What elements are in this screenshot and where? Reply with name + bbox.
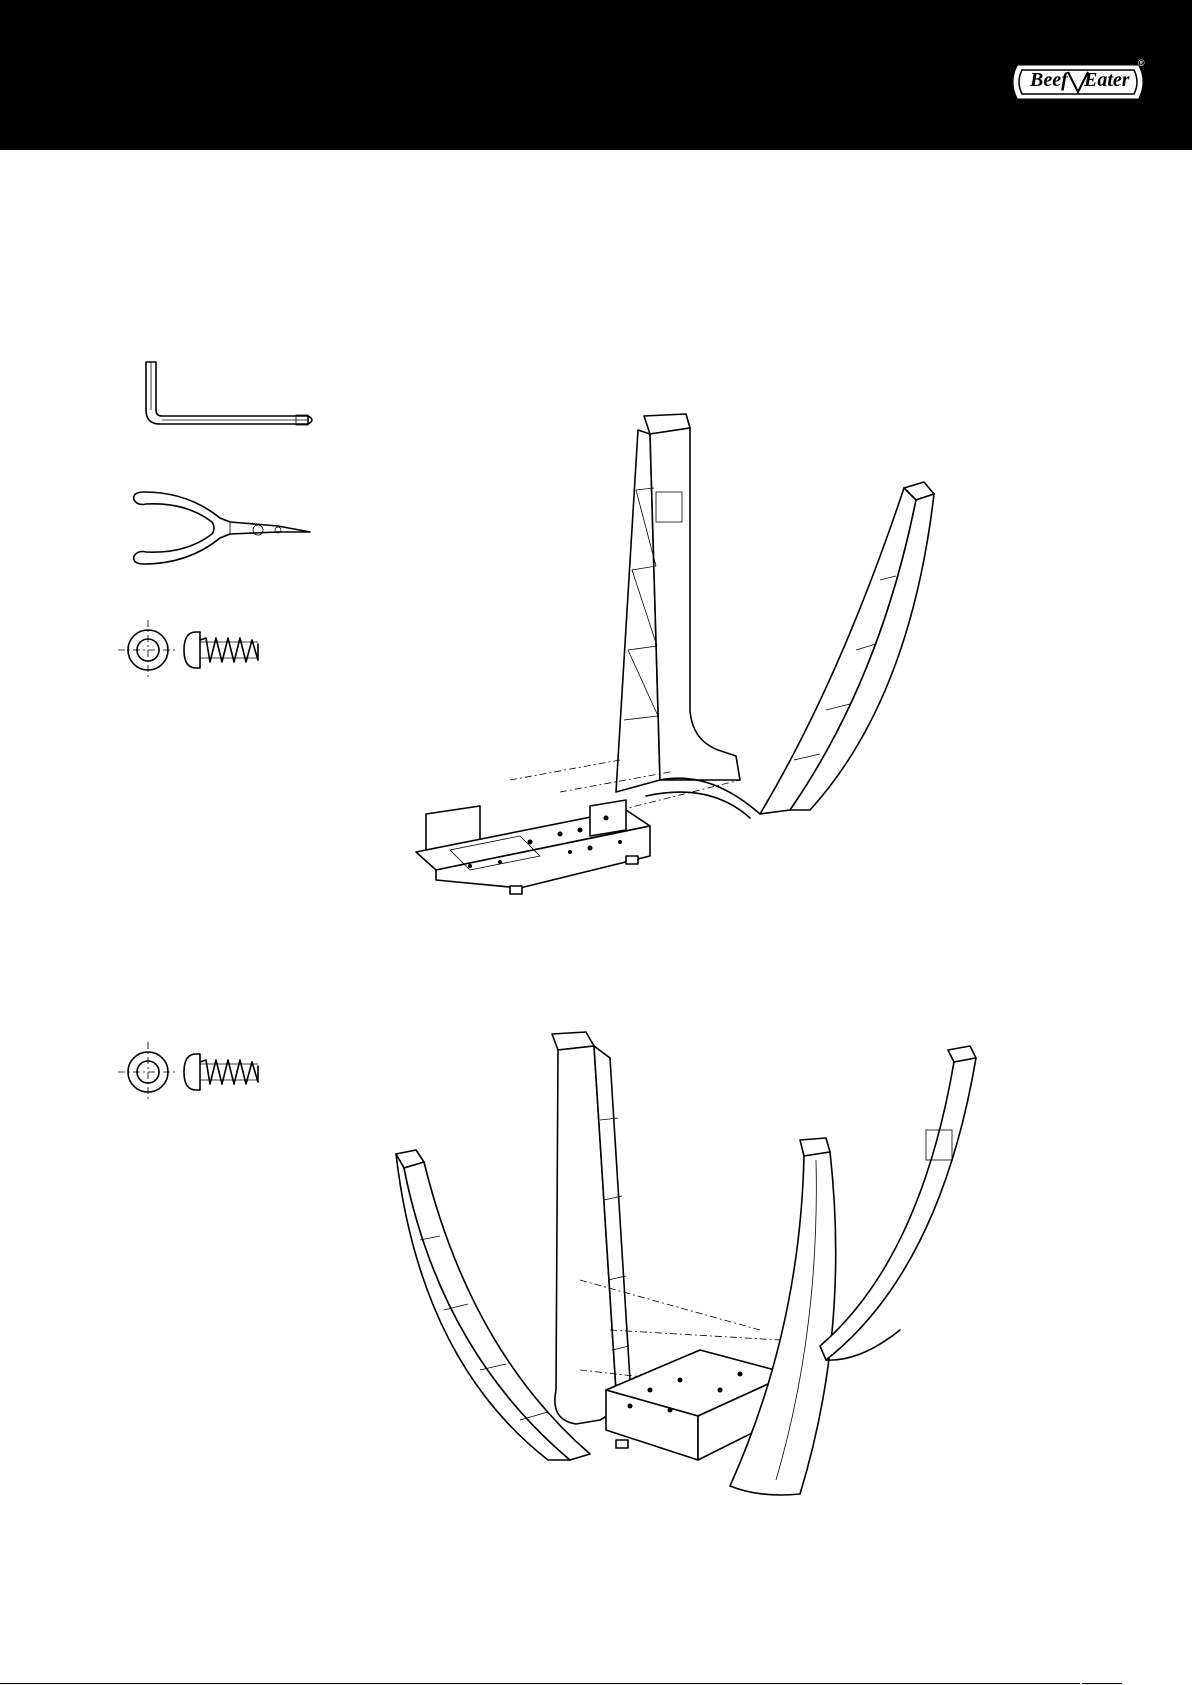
registered-mark: ® [1138,58,1145,68]
logo-brand-left: Beef [1030,68,1068,92]
needle-nose-pliers-icon [128,488,318,568]
beefeater-logo: Beef Eater [1008,58,1148,106]
grill-legs-assembly-icon [410,410,970,950]
pan-head-screw-icon [118,1042,278,1102]
pan-head-screw-icon [118,620,278,680]
header-band: Beef Eater ® [0,0,1192,150]
footer-rule-end [1082,1683,1122,1684]
footer-rule [0,1683,1080,1684]
logo-brand-right: Eater [1084,68,1130,92]
allen-key-icon [140,360,320,430]
grill-legs-assembly-icon [380,1030,1060,1550]
